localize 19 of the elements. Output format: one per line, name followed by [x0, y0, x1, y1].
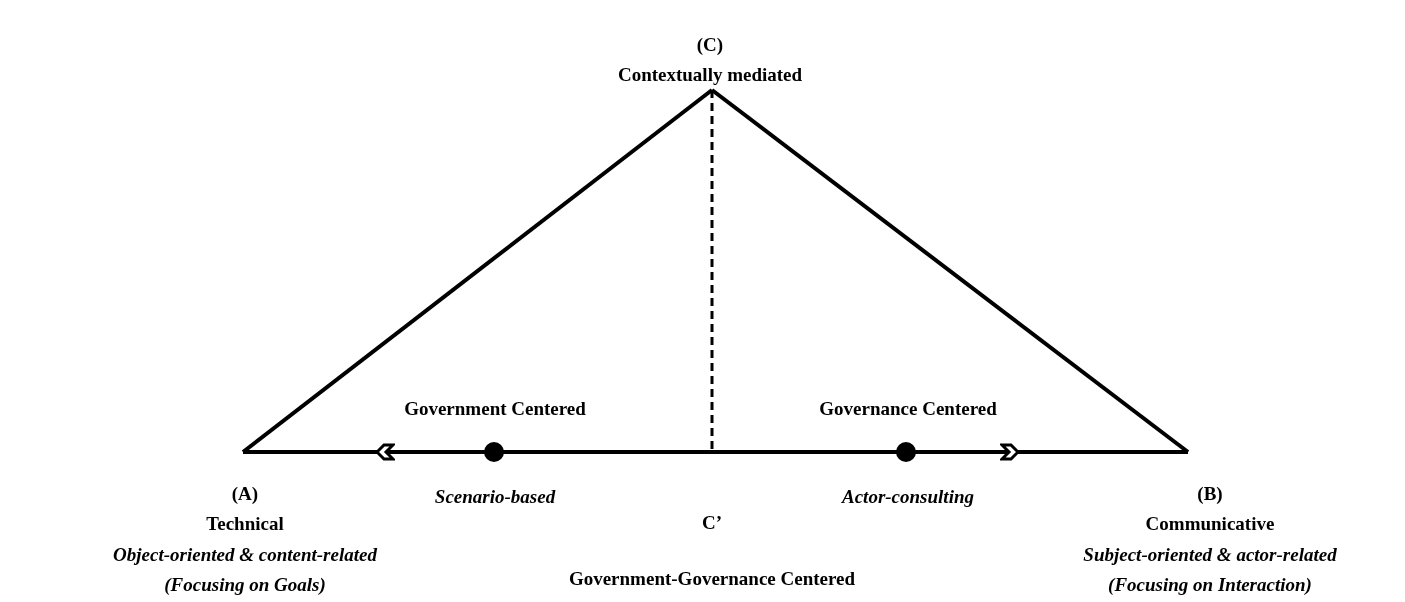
axis-pole-label: Government Centered — [404, 398, 586, 420]
node-label: Government-Governance Centered — [568, 567, 856, 592]
corner-note: (Focusing on Interaction) — [1108, 573, 1312, 598]
corner-label: (B) — [1197, 482, 1223, 506]
triangle-side — [241, 88, 714, 454]
node-label: C’ — [701, 511, 723, 535]
corner-title: Technical — [206, 512, 284, 537]
corner-note: (Focusing on Goals) — [164, 573, 326, 598]
corner-label: (A) — [231, 482, 259, 506]
triangle-side — [710, 88, 1190, 454]
corner-description: Subject-oriented & actor-related — [1083, 542, 1337, 567]
corner-description: Object-oriented & content-related — [113, 542, 377, 567]
corner-title: Communicative — [1145, 512, 1275, 537]
node-label: (C) — [696, 33, 724, 57]
axis-pole-label: Governance Centered — [819, 398, 997, 420]
node-label: Contextually mediated — [617, 63, 803, 88]
dashed-line — [710, 90, 714, 452]
approach-label: Scenario-based — [434, 486, 556, 508]
approach-label: Actor-consulting — [842, 486, 974, 508]
